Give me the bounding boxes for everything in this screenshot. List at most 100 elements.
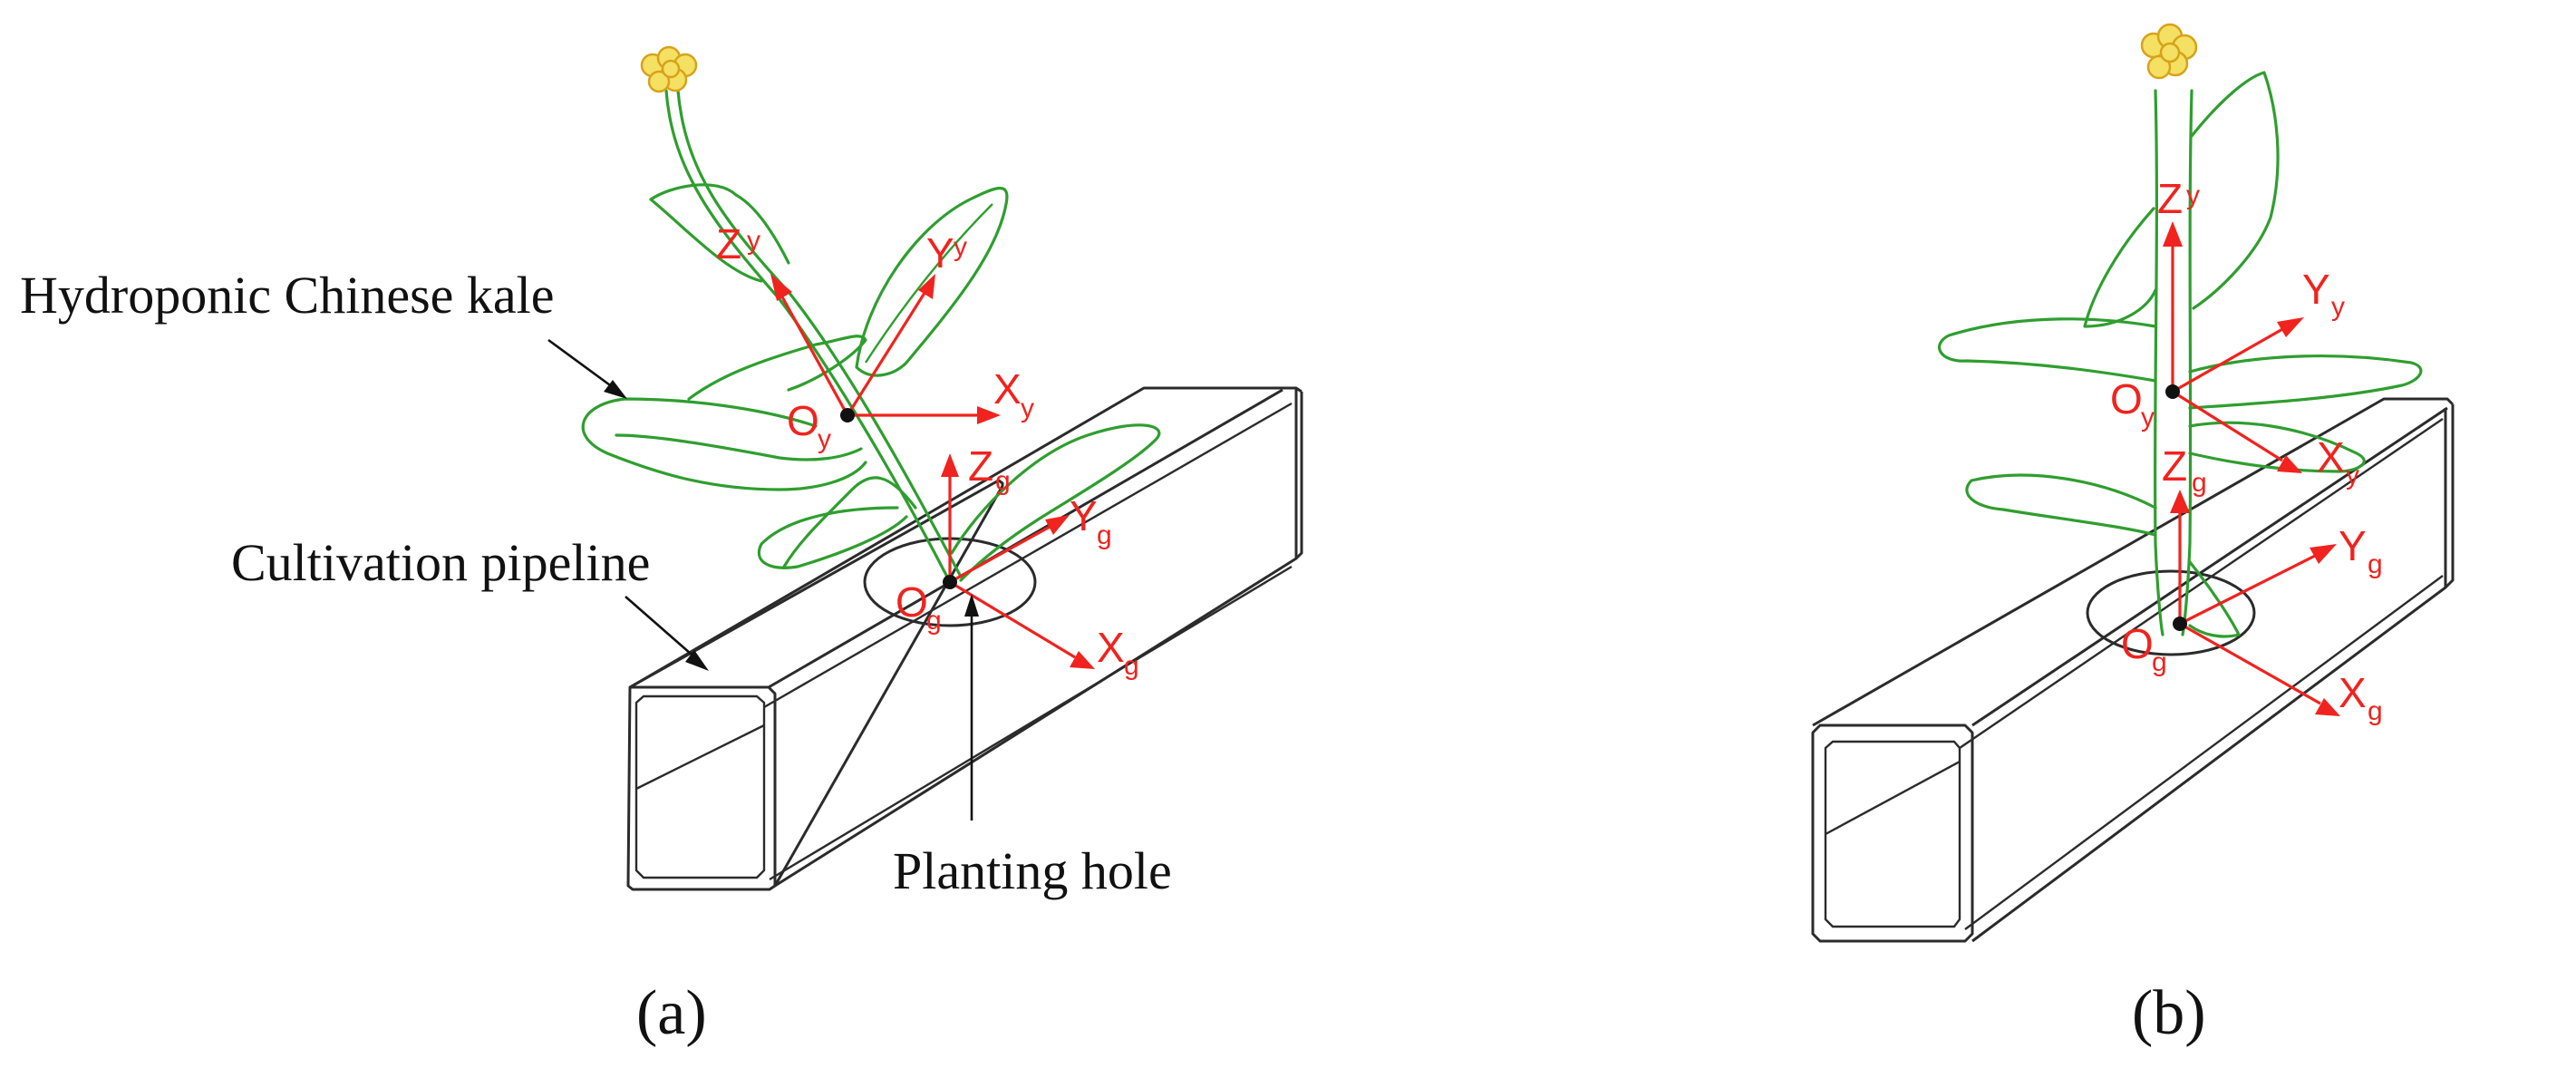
pipeline-b-front-face xyxy=(1811,724,1974,943)
label-a-yy-sub: y xyxy=(954,232,967,262)
label-b-zg-sub: g xyxy=(2192,468,2207,498)
plant-a-stem-2 xyxy=(676,89,963,578)
chinese-kale-plant-a xyxy=(581,45,1161,584)
label-b-xy-base: X xyxy=(2317,433,2345,481)
pipeline-b-front-inner xyxy=(1824,740,1961,928)
plant-b-flower xyxy=(2140,23,2198,80)
pipeline-a-right-edge xyxy=(774,388,1303,888)
label-a-xg-base: X xyxy=(1097,624,1125,671)
axis-a-zg-arrowhead xyxy=(941,453,959,477)
axis-a-zy-arrowhead xyxy=(770,274,792,301)
plant-a-flower xyxy=(640,45,698,93)
axis-b-xy xyxy=(2172,390,2283,462)
pipeline-a-top-front xyxy=(630,685,777,886)
label-a-yy-base: Y xyxy=(926,229,954,277)
plant-a-stem xyxy=(664,89,952,584)
plant-b-leaf-right-lower xyxy=(2188,421,2366,473)
axes-g-frame-a: Z g Y g X g O g xyxy=(896,442,1139,681)
label-a-zy-sub: y xyxy=(747,226,760,256)
plant-b-leaf-left-wide xyxy=(1938,317,2157,383)
plant-a-leaf-upper-right xyxy=(855,187,1009,377)
pipeline-b-top xyxy=(1812,397,2455,727)
axis-b-yg-arrowhead xyxy=(2310,544,2337,564)
axis-b-yy xyxy=(2172,326,2285,393)
origin-a-og xyxy=(943,575,957,589)
callouts-a: Hydroponic Chinese kale Cultivation pipe… xyxy=(20,266,1172,900)
axes-y-frame-b: Z y Y y X y O y xyxy=(2110,175,2359,490)
pipeline-a-front-inner xyxy=(634,694,766,879)
axis-a-yg xyxy=(949,524,1052,584)
label-b-yy-sub: y xyxy=(2331,292,2345,322)
plant-a-leaf-middle xyxy=(687,335,867,401)
label-b-zy-sub: y xyxy=(2186,180,2200,210)
label-b-xy-sub: y xyxy=(2346,461,2359,490)
label-a-zy-base: Z xyxy=(716,220,741,267)
plant-a-vein-upper-right xyxy=(864,203,993,364)
label-a-xy-base: X xyxy=(993,365,1022,413)
label-planting-hole: Planting hole xyxy=(893,841,1172,900)
axis-a-yy xyxy=(846,289,928,416)
leader-hole-arrowhead xyxy=(964,594,979,617)
label-b-og-sub: g xyxy=(2152,647,2167,677)
axis-a-zy xyxy=(778,291,849,416)
label-b-yg-base: Y xyxy=(2339,522,2367,569)
axis-a-xg-arrowhead xyxy=(1070,651,1095,669)
label-b-xg-base: X xyxy=(2339,669,2367,716)
label-b-oy-base: O xyxy=(2110,375,2143,422)
plant-a-leaf-left-2 xyxy=(615,433,863,461)
chinese-kale-plant-b xyxy=(1938,23,2423,638)
label-a-zg-base: Z xyxy=(968,442,993,490)
plant-a-leaf-lower-left xyxy=(782,476,917,568)
label-b-yg-sub: g xyxy=(2368,549,2383,579)
axis-a-yy-arrowhead xyxy=(918,274,935,299)
label-a-og-base: O xyxy=(896,578,928,626)
axis-b-xg xyxy=(2179,622,2321,705)
label-a-oy-base: O xyxy=(787,397,819,444)
label-a-xy-sub: y xyxy=(1021,393,1034,423)
leader-kale xyxy=(547,338,617,392)
panel-label-a: (a) xyxy=(636,978,707,1048)
panel-b: Z y Y y X y O y Z g Y g X g O g (b) xyxy=(1811,23,2455,1048)
origin-b-og xyxy=(2173,617,2187,631)
plant-b-leaf-left-lower xyxy=(1965,473,2157,537)
leader-pipeline xyxy=(625,596,699,661)
plant-b-leaf-base-right xyxy=(2188,560,2241,638)
label-b-oy-sub: y xyxy=(2141,403,2155,432)
label-a-oy-sub: y xyxy=(818,424,831,454)
axes-g-frame-b: Z g Y g X g O g xyxy=(2121,442,2383,726)
pipeline-b-side-lines xyxy=(1825,418,2444,930)
plant-a-leaf-left xyxy=(581,397,867,491)
axis-a-yg-arrowhead xyxy=(1045,515,1070,535)
axis-b-xy-arrowhead xyxy=(2277,455,2302,473)
label-b-og-base: O xyxy=(2121,620,2154,667)
cultivation-pipeline-b xyxy=(1811,397,2455,943)
label-b-zy-base: Z xyxy=(2157,175,2183,222)
pipeline-a-top xyxy=(629,386,1303,689)
label-b-zg-base: Z xyxy=(2162,442,2187,490)
axis-b-zg-arrowhead xyxy=(2170,490,2190,513)
plant-b-stem-2 xyxy=(2181,89,2193,636)
axis-b-yy-arrowhead xyxy=(2277,317,2304,337)
plant-b-leaf-top-right xyxy=(2190,71,2280,310)
leader-kale-arrowhead xyxy=(604,380,627,399)
label-b-xg-sub: g xyxy=(2368,696,2383,726)
label-a-yg-base: Y xyxy=(1070,492,1098,539)
label-b-yy-base: Y xyxy=(2302,266,2330,313)
cultivation-pipeline-a xyxy=(626,386,1303,891)
plant-a-leaf-right xyxy=(950,423,1161,582)
axis-a-xy-arrowhead xyxy=(977,406,1001,424)
label-a-xg-sub: g xyxy=(1124,651,1139,681)
panel-label-b: (b) xyxy=(2132,978,2206,1048)
label-a-og-sub: g xyxy=(926,606,942,636)
axes-y-frame-a: Z y Y y X y O y xyxy=(716,220,1034,454)
origin-a-oy xyxy=(840,408,855,422)
plant-b-leaf-right-wide xyxy=(2188,354,2423,410)
label-a-yg-sub: g xyxy=(1097,520,1112,550)
axis-b-zy-arrowhead xyxy=(2163,221,2183,247)
planting-hole-b xyxy=(2086,569,2256,656)
axis-b-yg xyxy=(2179,553,2318,626)
label-hydroponic-chinese-kale: Hydroponic Chinese kale xyxy=(20,266,555,325)
panel-a: Z y Y y X y O y Z g Y g X g O g xyxy=(20,45,1303,1048)
